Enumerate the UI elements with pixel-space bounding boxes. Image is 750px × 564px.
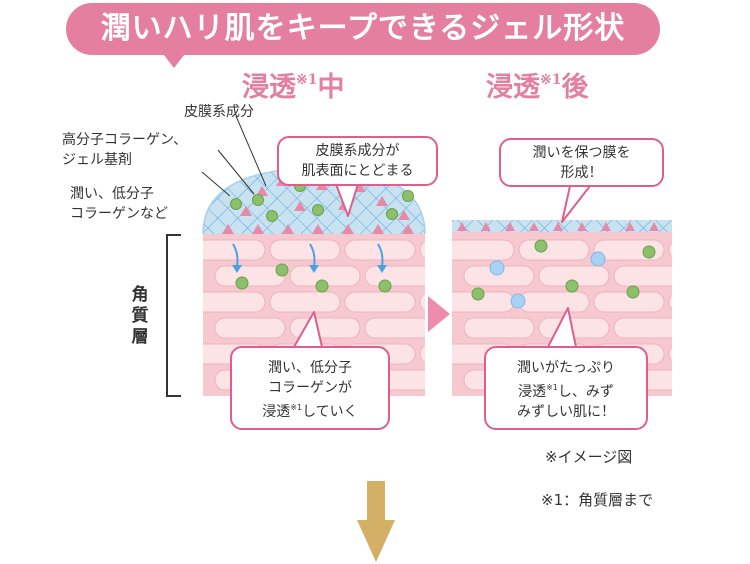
bubble-penetrating-line1: 潤い、低分子: [268, 360, 352, 376]
label-low-collagen: 潤い、低分子 コラーゲンなど: [70, 184, 168, 224]
image-note: ※イメージ図: [545, 448, 633, 466]
bubble-moist-line2-pre: 浸透: [518, 384, 547, 400]
stage-title-during-suffix: 中: [317, 72, 345, 103]
label-low-collagen-line2: コラーゲンなど: [70, 206, 168, 222]
label-high-collagen-line2: ジェル基剤: [62, 152, 132, 168]
stratum-char-2: 質: [131, 306, 149, 326]
bubble-penetrating-line3-pre: 浸透: [262, 404, 291, 420]
bubble-stays-surface: 皮膜系成分が 肌表面にとどまる: [277, 136, 438, 186]
penetration-arrows: [232, 243, 384, 267]
stratum-bracket: [166, 234, 181, 397]
bubble-forms-film-line1: 潤いを保つ膜を: [532, 145, 631, 161]
stage-title-during-text: 浸透: [242, 72, 296, 103]
bubble-moist-line2-post: し、みず: [557, 384, 614, 400]
bubble-penetrating-line3-post: していく: [302, 404, 358, 420]
label-high-collagen: 高分子コラーゲン、 ジェル基剤: [62, 130, 187, 170]
label-high-collagen-line1: 高分子コラーゲン、: [62, 132, 188, 148]
bubble-forms-film: 潤いを保つ膜を 形成！: [499, 138, 664, 187]
bubble-stays-line2: 肌表面にとどまる: [301, 163, 414, 179]
label-membrane: 皮膜系成分: [184, 104, 254, 120]
stage-title-after-mark: ※1: [540, 72, 562, 88]
bubble-moist-skin: 潤いがたっぷり 浸透※1し、みず みずしい肌に！: [484, 346, 648, 430]
title-banner: 潤いハリ肌をキープできるジェル形状: [66, 3, 660, 55]
stage-title-after-text: 浸透: [486, 72, 540, 103]
stage-title-after-suffix: 後: [561, 72, 589, 103]
stage-title-during-mark: ※1: [296, 72, 318, 88]
bubble-penetrating-line2: コラーゲンが: [268, 380, 352, 396]
bubble-moist-line2-mark: ※1: [546, 383, 558, 392]
bubble-penetrating-line3-mark: ※1: [290, 403, 303, 412]
footnote: ※1：角質層まで: [541, 491, 654, 509]
bubble-penetrating-line3: 浸透※1していく: [232, 398, 388, 422]
bubble-moist-line3: みずしい肌に！: [517, 404, 615, 420]
bubble-forms-film-line2: 形成！: [560, 165, 603, 181]
collagen-particles-right: [471, 239, 656, 301]
leader-lines: [201, 115, 267, 197]
film-particles: [457, 222, 659, 231]
down-arrow: [357, 481, 395, 562]
bubble-moist-line1: 潤いがたっぷり: [517, 360, 615, 376]
stage-title-during: 浸透※1中: [242, 65, 344, 104]
progress-arrow: [428, 296, 450, 332]
bubble-tails: [293, 183, 591, 348]
stratum-corneum-label: 角 質 層: [130, 285, 150, 348]
bubble-moist-line2: 浸透※1し、みず: [486, 378, 646, 402]
banner-pointer: [160, 50, 188, 68]
bubble-penetrating: 潤い、低分子 コラーゲンが 浸透※1していく: [230, 346, 390, 430]
label-low-collagen-line1: 潤い、低分子: [70, 186, 154, 202]
moisture-particles-right: [489, 251, 606, 309]
collagen-particles-inner: [235, 263, 392, 293]
stratum-char-1: 角: [131, 285, 149, 305]
stratum-char-3: 層: [131, 327, 149, 347]
bubble-stays-line1: 皮膜系成分が: [315, 143, 400, 159]
penetration-arrowheads: [232, 265, 387, 273]
stage-title-after: 浸透※1後: [486, 65, 588, 104]
